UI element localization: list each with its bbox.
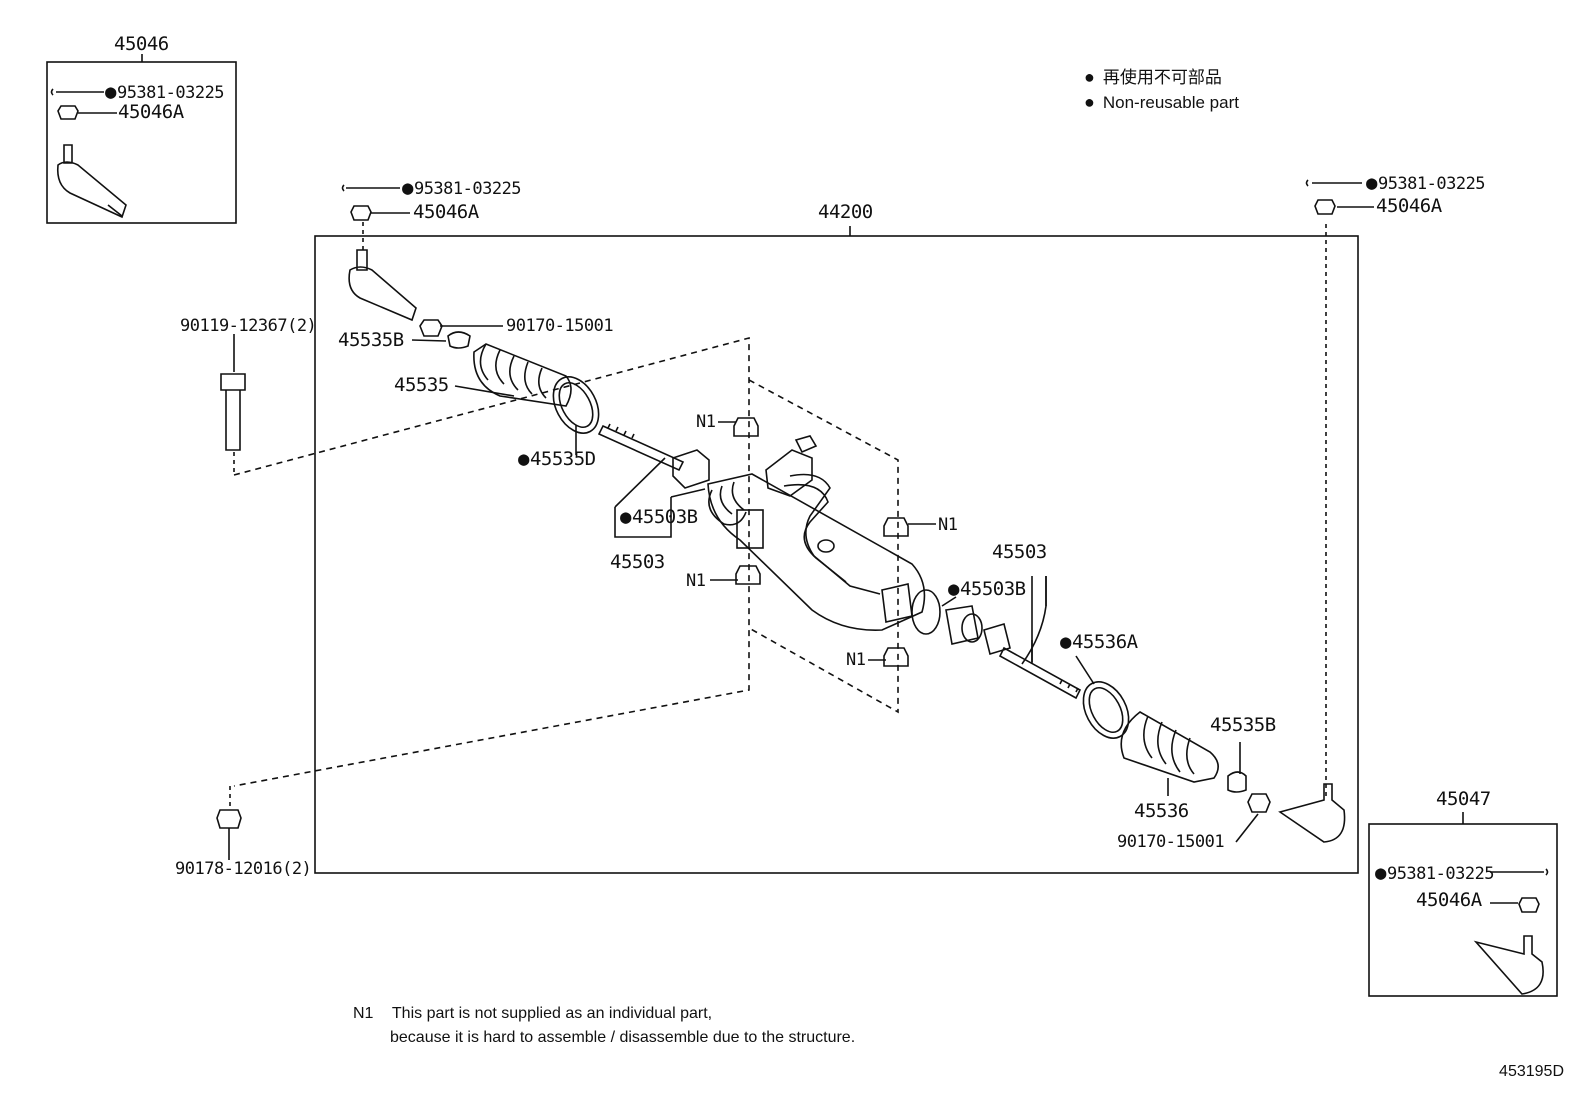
label-45047: 45047 xyxy=(1436,788,1491,810)
label-n1-b: N1 xyxy=(938,515,958,535)
label-clip-left: 90170-15001 xyxy=(506,316,614,336)
nut-icon xyxy=(57,105,79,120)
label-cotter-pin-inset-right: 95381-03225 xyxy=(1375,864,1495,883)
label-cotter-pin-inset-left: 95381-03225 xyxy=(105,83,225,102)
label-cotter-pin-left: 95381-03225 xyxy=(402,179,522,198)
main-assembly-frame xyxy=(314,235,1359,874)
label-nut-left: 45046A xyxy=(413,201,479,223)
label-n1-d: N1 xyxy=(846,650,866,670)
footnote-line2: because it is hard to assemble / disasse… xyxy=(390,1029,856,1046)
footnote-marker: N1 xyxy=(353,1005,374,1022)
bullet-icon: ● xyxy=(1084,92,1095,112)
label-rack-end-stopper-left: 45503B xyxy=(620,508,698,527)
tie-rod-end-icon xyxy=(56,144,127,219)
label-nut-inset-right: 45046A xyxy=(1416,889,1482,911)
label-cotter-pin-right: 95381-03225 xyxy=(1366,174,1486,193)
rack-housing xyxy=(707,473,926,631)
label-boot-left: 45535 xyxy=(394,374,449,396)
label-44200: 44200 xyxy=(818,201,873,223)
label-rack-end-right: 45503 xyxy=(992,541,1047,563)
bullet-icon: ● xyxy=(1084,67,1095,87)
label-rack-end-left: 45503 xyxy=(610,551,665,573)
label-45046: 45046 xyxy=(114,33,169,55)
label-rack-end-stopper-right: 45503B xyxy=(948,580,1026,599)
label-nut-right: 45046A xyxy=(1376,195,1442,217)
label-clamp-left: 45535B xyxy=(338,329,404,351)
label-boot-right: 45536 xyxy=(1134,800,1189,822)
label-clamp-right: 45535B xyxy=(1210,714,1276,736)
label-band-right: 45536A xyxy=(1060,633,1138,652)
label-nut-inset-left: 45046A xyxy=(118,101,184,123)
diagram-code: 453195D xyxy=(1499,1063,1564,1080)
legend-en: ●Non-reusable part xyxy=(1084,92,1239,112)
footnote-line1: This part is not supplied as an individu… xyxy=(391,1005,713,1022)
label-bolt-top: 90119-12367(2) xyxy=(180,316,317,336)
boot-left-shape xyxy=(473,343,572,407)
label-clip-right: 90170-15001 xyxy=(1117,832,1225,852)
legend-jp: ●再使用不可部品 xyxy=(1084,67,1222,87)
footnote: N1 This part is not supplied as an indiv… xyxy=(353,1002,855,1050)
label-band-left: 45535D xyxy=(518,450,596,469)
label-n1-a: N1 xyxy=(696,412,716,432)
label-bolt-bottom: 90178-12016(2) xyxy=(175,859,312,879)
label-n1-c: N1 xyxy=(686,571,706,591)
boot-right-shape xyxy=(1120,711,1219,783)
